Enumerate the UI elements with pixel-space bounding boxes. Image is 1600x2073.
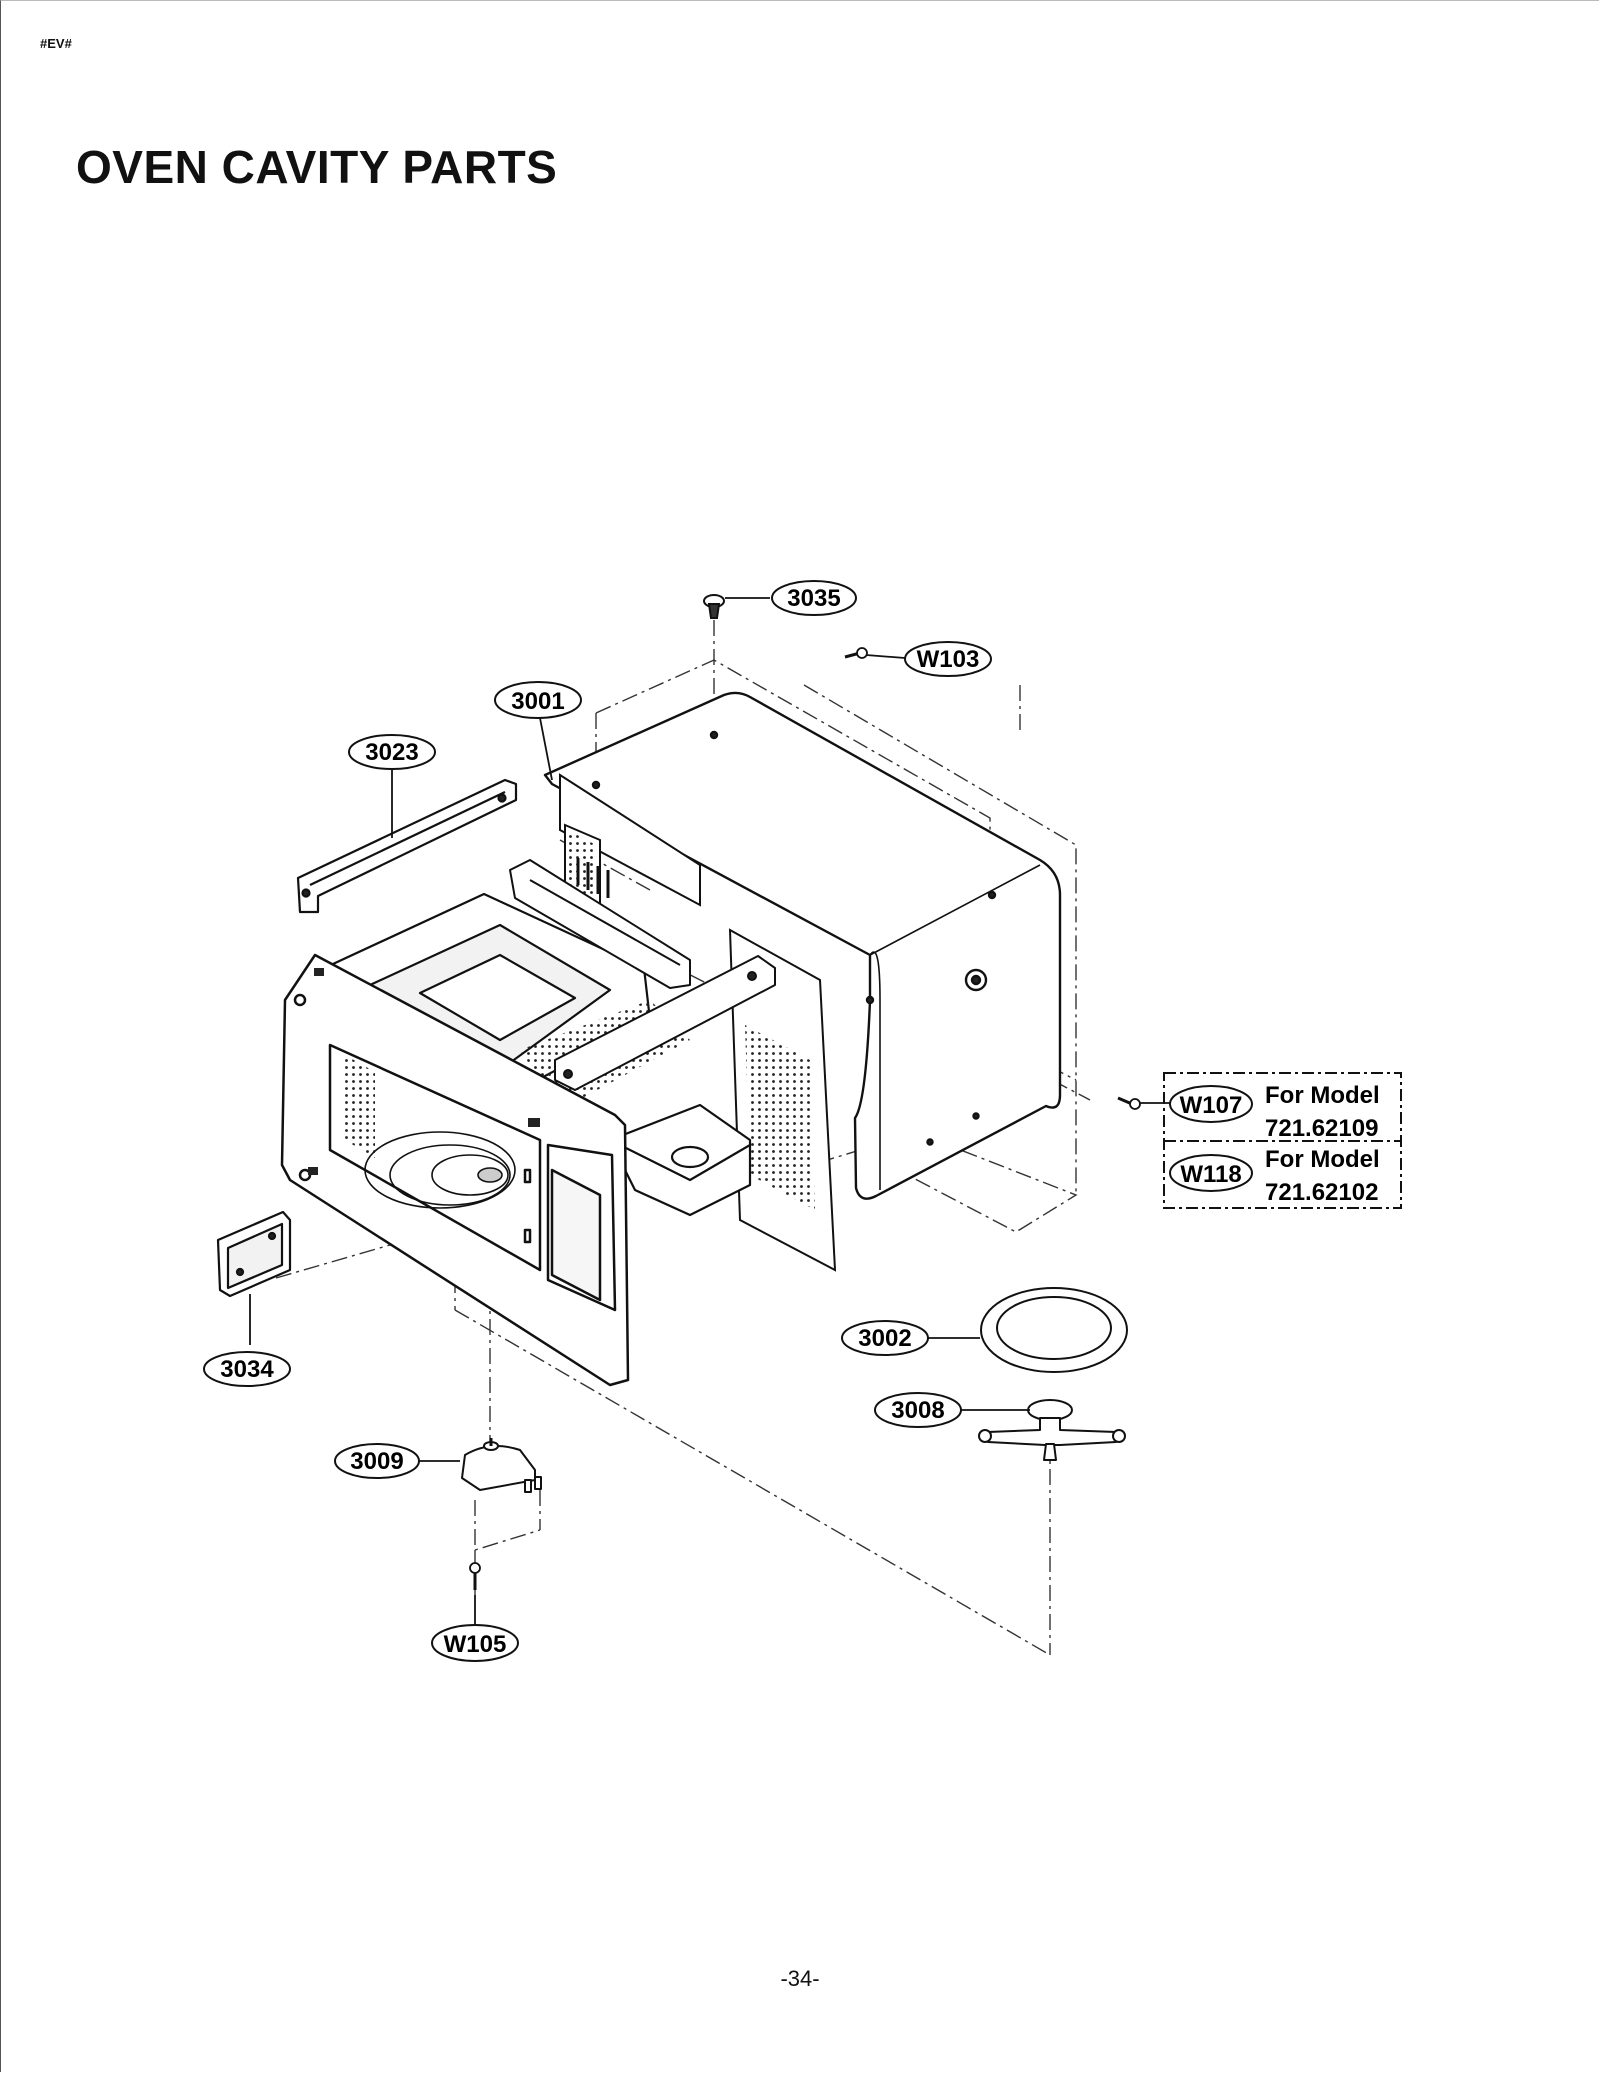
svg-text:3009: 3009 bbox=[350, 1448, 403, 1475]
glass-tray-3002 bbox=[980, 1287, 1128, 1373]
callout-3034: 3034 bbox=[203, 1351, 291, 1387]
roller-support-3008 bbox=[978, 1399, 1126, 1461]
callout-W103: W103 bbox=[904, 641, 992, 677]
callout-3008: 3008 bbox=[874, 1392, 962, 1428]
callout-3002: 3002 bbox=[841, 1320, 929, 1356]
note-w118-line1: For Model bbox=[1265, 1146, 1380, 1173]
model-notes-box: For Model 721.62109 For Model 721.62102 bbox=[1163, 1072, 1402, 1209]
note-w107-line2: 721.62109 bbox=[1265, 1115, 1378, 1142]
svg-text:3023: 3023 bbox=[365, 739, 418, 766]
page-number: -34- bbox=[780, 1966, 820, 1991]
motor-3009 bbox=[461, 1438, 542, 1493]
callout-3009: 3009 bbox=[334, 1443, 420, 1479]
svg-text:3002: 3002 bbox=[858, 1325, 911, 1352]
upper-rail bbox=[509, 859, 691, 989]
callout-W105: W105 bbox=[431, 1624, 519, 1662]
cavity-top-panel bbox=[318, 892, 690, 1110]
svg-text:W103: W103 bbox=[917, 646, 980, 673]
rail-3023 bbox=[296, 778, 518, 914]
cavity-back-plate bbox=[559, 773, 837, 1272]
page-title: OVEN CAVITY PARTS bbox=[76, 141, 558, 193]
svg-text:W118: W118 bbox=[1180, 1161, 1241, 1188]
callout-3035: 3035 bbox=[771, 580, 857, 616]
lower-rail bbox=[554, 955, 776, 1091]
cavity-floor-turntable bbox=[364, 1131, 516, 1209]
note-w107-line1: For Model bbox=[1265, 1082, 1380, 1109]
svg-text:W107: W107 bbox=[1180, 1092, 1243, 1119]
svg-text:3001: 3001 bbox=[511, 688, 564, 715]
button-3035 bbox=[703, 594, 725, 619]
callout-W118: W118 bbox=[1169, 1154, 1253, 1192]
screw-W103 bbox=[844, 647, 868, 659]
outer-cabinet-3001 bbox=[543, 691, 1062, 1200]
screw-W107 bbox=[1117, 1096, 1141, 1110]
callout-3001: 3001 bbox=[494, 681, 582, 719]
front-frame bbox=[280, 953, 630, 1387]
svg-text:W105: W105 bbox=[444, 1631, 507, 1658]
screw-W105 bbox=[469, 1562, 481, 1590]
svg-text:3034: 3034 bbox=[220, 1356, 274, 1383]
callout-3023: 3023 bbox=[348, 734, 436, 770]
cover-3034 bbox=[216, 1210, 292, 1298]
callout-W107: W107 bbox=[1169, 1085, 1253, 1123]
leader-lines bbox=[249, 597, 1170, 1625]
callouts: 3035 W103 3001 3023 W107 W118 3034 3002 bbox=[203, 580, 1253, 1662]
svg-text:3008: 3008 bbox=[891, 1397, 944, 1424]
doc-code: #EV# bbox=[40, 36, 72, 51]
note-w118-line2: 721.62102 bbox=[1265, 1179, 1378, 1206]
svg-text:3035: 3035 bbox=[787, 585, 840, 612]
